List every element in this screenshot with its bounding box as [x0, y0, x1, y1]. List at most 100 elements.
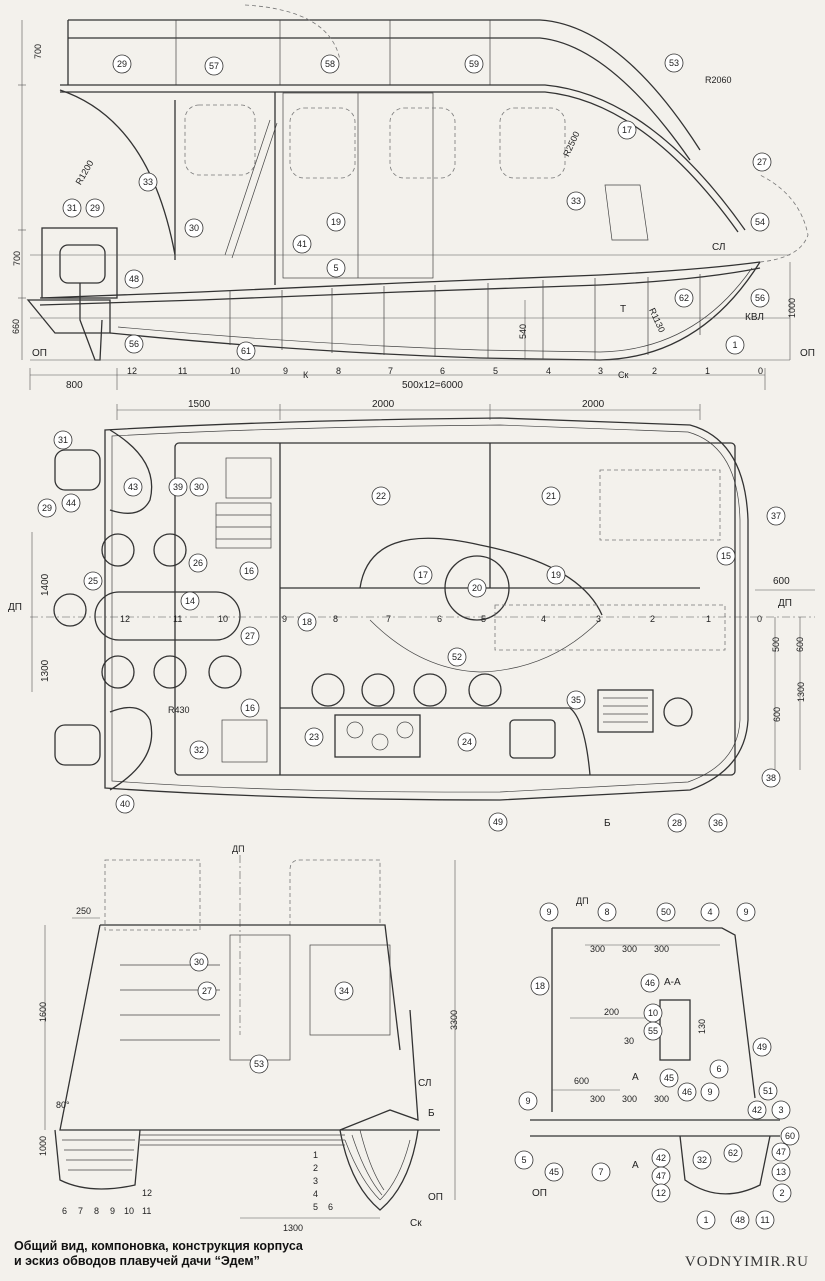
drawing-label: 3	[778, 1105, 783, 1115]
drawing-label: 5	[521, 1155, 526, 1165]
drawing-label: 1600	[38, 1002, 48, 1022]
drawing-label: 2	[652, 366, 657, 376]
figure-caption: Общий вид, компоновка, конструкция корпу…	[14, 1239, 303, 1269]
callout-marker	[85, 198, 105, 218]
drawing-label: 53	[669, 58, 679, 68]
drawing-label: СЛ	[418, 1078, 431, 1089]
drawing-label: 3300	[449, 1010, 459, 1030]
drawing-label: 1	[703, 1215, 708, 1225]
callout-marker	[115, 794, 135, 814]
drawing-label: 49	[757, 1042, 767, 1052]
callout-marker	[124, 269, 144, 289]
callout-marker	[83, 571, 103, 591]
caption-line-1: Общий вид, компоновка, конструкция корпу…	[14, 1239, 303, 1253]
drawing-label: 56	[129, 339, 139, 349]
callout-marker	[667, 813, 687, 833]
callout-marker	[752, 152, 772, 172]
drawing-label: 35	[571, 695, 581, 705]
rear-motor-bottom	[54, 724, 101, 766]
drawing-label: 57	[209, 61, 219, 71]
drawing-label: СЛ	[712, 242, 725, 253]
drawing-label: R1130	[647, 306, 667, 334]
drawing-label: 24	[462, 737, 472, 747]
drawing-label: 11	[173, 614, 182, 624]
callout-marker	[204, 56, 224, 76]
drawing-label: 47	[656, 1171, 666, 1181]
drawing-label: ОП	[428, 1192, 443, 1203]
drawing-label: 1	[732, 340, 737, 350]
drawing-label: 300	[654, 1094, 669, 1104]
callout-marker	[716, 546, 736, 566]
site-watermark: VODNYIMIR.RU	[684, 1254, 809, 1270]
callout-marker	[725, 335, 745, 355]
drawing-label: 6	[62, 1206, 67, 1216]
drawing-label: Т	[620, 304, 626, 315]
drawing-label: 45	[664, 1073, 674, 1083]
drawing-label: 51	[763, 1086, 773, 1096]
drawing-label: 3	[596, 614, 601, 624]
callout-marker	[123, 477, 143, 497]
drawing-label: 300	[622, 944, 637, 954]
front-hull	[339, 1009, 419, 1131]
section-house	[552, 927, 756, 1099]
drawing-label: 30	[189, 223, 199, 233]
drawing-label: 12	[142, 1188, 152, 1198]
drawing-label: 660	[11, 319, 21, 334]
callout-marker	[758, 1081, 778, 1101]
drawing-label: 9	[743, 907, 748, 917]
drawing-label: 30	[194, 482, 204, 492]
callout-marker	[189, 477, 209, 497]
drawing-label: 25	[88, 576, 98, 586]
drawing-label: А-А	[664, 977, 681, 988]
drawing-label: 18	[535, 981, 545, 991]
callout-marker	[518, 1091, 538, 1111]
drawing-label: 53	[254, 1059, 264, 1069]
drawing-label: 55	[648, 1026, 658, 1036]
drawing-label: 0	[757, 614, 762, 624]
callout-marker	[539, 902, 559, 922]
drawing-label: 19	[331, 217, 341, 227]
drawing-label: ДП	[576, 896, 589, 906]
callout-marker	[771, 1100, 791, 1120]
drawing-label: 30	[194, 957, 204, 967]
drawing-label: 10	[648, 1008, 658, 1018]
side-view: 700 700 660 1000 540 R1200 R2060 R2500 R…	[11, 4, 815, 391]
drawing-label: 61	[241, 346, 251, 356]
drawing-label: К	[303, 370, 309, 380]
drawing-label: 50	[661, 907, 671, 917]
callout-marker	[239, 561, 259, 581]
callout-marker	[326, 258, 346, 278]
drawing-label: 30	[624, 1036, 634, 1046]
drawing-label: 130	[697, 1019, 707, 1034]
callout-marker	[761, 768, 781, 788]
drawing-label: 9	[525, 1096, 530, 1106]
drawing-label: 600	[773, 576, 790, 587]
callout-marker	[514, 1150, 534, 1170]
callout-marker	[747, 1100, 767, 1120]
drawing-label: 3	[598, 366, 603, 376]
drawing-label: 20	[472, 583, 482, 593]
callout-marker	[168, 477, 188, 497]
drawing-label: Б	[604, 818, 611, 829]
callout-marker	[326, 212, 346, 232]
drawing-label: 6	[437, 614, 442, 624]
callout-marker	[591, 1162, 611, 1182]
drawing-label: 300	[590, 944, 605, 954]
callout-marker	[236, 341, 256, 361]
callout-marker	[677, 1082, 697, 1102]
drawing-label: 6	[716, 1064, 721, 1074]
drawing-label: 48	[129, 274, 139, 284]
drawing-label: 2	[313, 1163, 318, 1173]
callout-marker	[184, 218, 204, 238]
drawing-label: 44	[66, 498, 76, 508]
drawing-label: 32	[194, 745, 204, 755]
drawing-label: 58	[325, 59, 335, 69]
drawing-label: R430	[168, 705, 190, 715]
plan-frame-numbers: 12 11 10 9 8 7 6 5 4 3 2 1 0	[120, 614, 762, 624]
drawing-label: 7	[386, 614, 391, 624]
drawing-label: Ск	[410, 1218, 422, 1229]
sheer-line	[39, 261, 761, 299]
callout-marker	[189, 952, 209, 972]
callout-marker	[730, 1210, 750, 1230]
drawing-label: 11	[178, 366, 187, 376]
